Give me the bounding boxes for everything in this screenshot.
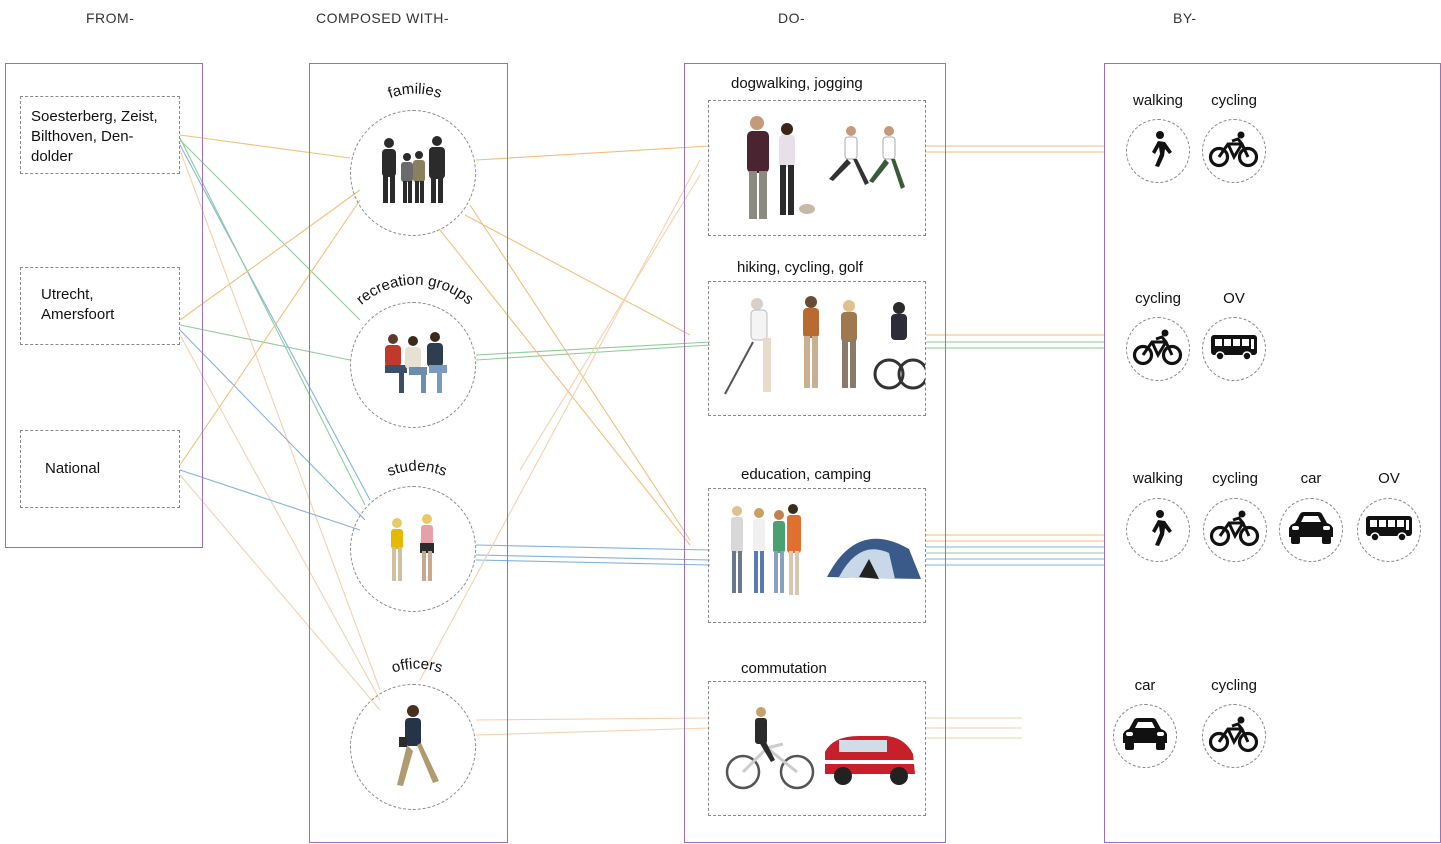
commute-icon [725,707,915,790]
mode-circle-3-1 [1202,704,1266,768]
walking-icon [1141,130,1175,173]
group-label-students: students [385,458,449,480]
people-icon [385,332,447,393]
header-by: BY- [1173,10,1197,26]
bus-icon [1364,513,1414,548]
activity-box-2 [708,281,929,416]
composed-panel [309,63,508,843]
bicycle-icon [1132,328,1184,371]
person-icon [397,705,439,786]
people-icon [382,136,445,203]
mode-label-2-2: car [1300,470,1322,487]
mode-circle-2-1 [1203,498,1267,562]
car-icon [1285,511,1337,550]
bicycle-icon [1209,509,1261,552]
activity-title-3: education, camping [741,466,872,483]
mode-label-0-0: walking [1132,92,1184,109]
header-composed-with: COMPOSED WITH- [316,10,449,26]
group-circle-recreation-groups [350,302,476,428]
activity-box-3 [708,488,926,623]
source-box-1: Soesterberg, Zeist, Bilthoven, Den-dolde… [20,96,180,174]
mode-circle-0-0 [1126,119,1190,183]
mode-label-2-1: cycling [1212,470,1258,487]
group-circle-students [350,486,476,612]
mode-circle-1-1 [1202,317,1266,381]
mode-circle-2-0 [1126,498,1190,562]
group-circle-families [350,110,476,236]
bicycle-icon [1208,130,1260,173]
source-box-2: Utrecht, Amersfoort [20,267,180,345]
car-icon [1119,717,1171,756]
mode-label-0-1: cycling [1211,92,1257,109]
mode-circle-2-2 [1279,498,1343,562]
activity-title-1: dogwalking, jogging [731,75,863,92]
header-from: FROM- [86,10,135,26]
bicycle-icon [1208,715,1260,758]
mode-circle-3-0 [1113,704,1177,768]
mode-circle-0-1 [1202,119,1266,183]
mode-circle-1-0 [1126,317,1190,381]
mode-label-3-0: car [1134,677,1156,694]
mode-label-3-1: cycling [1211,677,1257,694]
bus-icon [1209,332,1259,367]
group-label-recreation-groups: recreation groups [353,272,477,309]
mode-circle-2-3 [1357,498,1421,562]
people-activity-icon [731,504,921,595]
header-do: DO- [778,10,806,26]
people-activity-icon [724,296,929,395]
mode-label-1-0: cycling [1135,290,1181,307]
walking-icon [1141,509,1175,552]
from-panel [5,63,203,548]
mode-label-2-3: OV [1378,470,1400,487]
activity-box-4 [708,681,926,816]
people-activity-icon [747,116,905,219]
mode-label-1-1: OV [1223,290,1245,307]
activity-title-2: hiking, cycling, golf [737,259,863,276]
group-circle-officers [350,684,476,810]
group-label-families: families [386,80,444,102]
activity-box-1 [708,100,926,236]
do-panel [684,63,946,843]
mode-label-2-0: walking [1132,470,1184,487]
activity-title-4: commutation [741,660,827,677]
people-icon [391,514,434,581]
group-label-officers: officers [390,656,445,677]
source-box-3: National [20,430,180,508]
